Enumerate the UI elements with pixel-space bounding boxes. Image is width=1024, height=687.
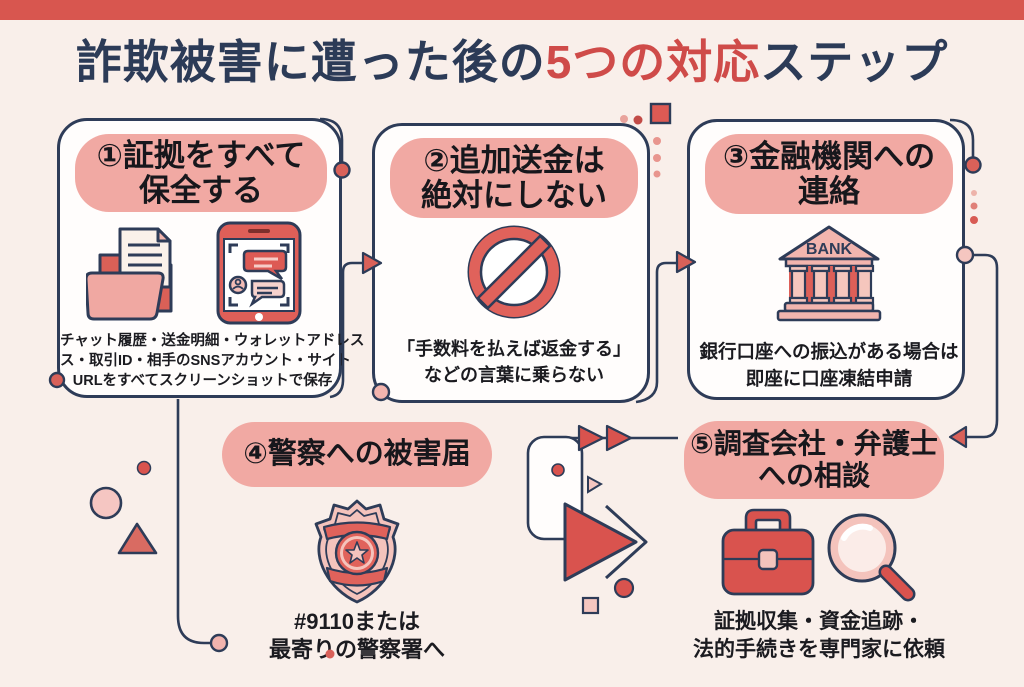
flow-arrow-icon <box>948 425 968 449</box>
police-badge-icon <box>307 496 407 606</box>
step5-header: ⑤調査会社・弁護士 への相談 <box>684 421 944 499</box>
step2-title-line2: 絶対にしない <box>421 178 607 213</box>
folder-documents-icon <box>86 221 190 323</box>
title-highlight: 5つの対応 <box>545 36 761 88</box>
step3-title-line2: 連絡 <box>798 174 860 209</box>
step2-description: 「手数料を払えば返金する」 などの言葉に乗らない <box>397 339 631 385</box>
step2-title-line1: ②追加送金は <box>423 142 605 178</box>
top-red-bar <box>0 0 1024 20</box>
big-play-triangle-icon <box>563 502 638 582</box>
step5-description: 証拠収集・資金追跡・ 法的手続きを専門家に依頼 <box>693 610 945 661</box>
deco-triangle-icon <box>117 522 158 555</box>
deco-dot <box>970 202 978 210</box>
deco-dot <box>136 460 152 476</box>
step2-card: ②追加送金は 絶対にしない 「手数料を払えば返金する」 などの言葉に乗らない <box>372 123 650 403</box>
step4-title-line1: ④警察への被害届 <box>243 437 471 470</box>
step5-title-line2: への相談 <box>757 460 870 491</box>
step3-title-line1: ③金融機関への <box>722 138 936 174</box>
step2-header: ②追加送金は 絶対にしない <box>390 138 638 218</box>
deco-dot <box>971 190 977 196</box>
deco-dot <box>653 154 661 162</box>
step3-card: ③金融機関への 連絡 BANK 銀行口座への振込がある場合は 即座に口座凍結申請 <box>687 119 965 400</box>
step4-description: #9110または 最寄りの警察署へ <box>268 609 445 662</box>
deco-circle <box>89 486 123 520</box>
svg-text:BANK: BANK <box>806 241 853 258</box>
deco-square <box>581 596 600 615</box>
deco-dot <box>551 463 565 477</box>
title-suffix: ステップ <box>760 36 949 88</box>
deco-dot <box>613 577 635 599</box>
node-dot <box>964 156 982 174</box>
title-prefix: 詐欺被害に遭った後の <box>75 36 546 88</box>
step1-title-line1: ①証拠をすべて <box>96 137 306 173</box>
deco-dot <box>620 115 628 123</box>
step5-title-line1: ⑤調査会社・弁護士 <box>690 428 938 460</box>
deco-dot <box>653 170 661 178</box>
smartphone-chat-icon <box>212 219 306 327</box>
deco-dot <box>653 137 661 145</box>
page-title: 詐欺被害に遭った後の5つの対応ステップ <box>0 26 1024 92</box>
flow-arrow-icon <box>605 424 633 452</box>
small-triangle-icon <box>587 475 604 494</box>
flow-arrow-icon <box>577 424 605 452</box>
step1-description: チャット履歴・送金明細・ウォレットアドレス ス・取引ID・相手のSNSアカウント… <box>60 333 365 389</box>
deco-left-cluster <box>89 460 158 555</box>
magnifier-icon <box>820 508 917 605</box>
prohibition-icon <box>464 222 564 322</box>
step4-header: ④警察への被害届 <box>222 422 492 487</box>
deco-square <box>649 102 672 125</box>
step3-description: 銀行口座への振込がある場合は 即座に口座凍結申請 <box>699 341 959 389</box>
deco-dot <box>633 115 643 125</box>
step1-card: ①証拠をすべて 保全する <box>57 118 365 398</box>
bank-icon: BANK <box>774 218 884 330</box>
chevron-icon <box>604 504 648 580</box>
briefcase-icon <box>718 508 818 600</box>
step1-title-line2: 保全する <box>139 173 263 208</box>
connector-middle-step5 <box>526 424 678 615</box>
step3-header: ③金融機関への 連絡 <box>705 134 953 214</box>
step1-header: ①証拠をすべて 保全する <box>75 134 327 212</box>
deco-dot <box>970 216 978 224</box>
